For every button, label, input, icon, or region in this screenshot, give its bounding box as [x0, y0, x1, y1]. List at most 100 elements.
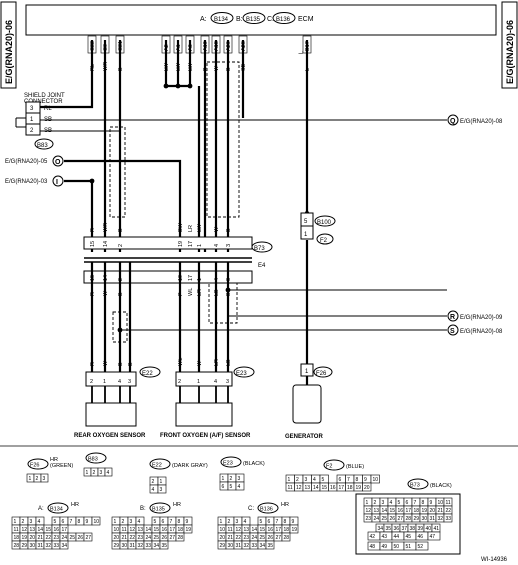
bv-b73-r2-21: 21	[438, 508, 444, 514]
bv-e22b-4: 4	[152, 487, 155, 493]
bv-b73-r3-24: 24	[374, 516, 380, 522]
bv-b135-r1-15: 15	[154, 527, 160, 533]
svg-text:Q: Q	[450, 118, 456, 125]
bv-e22-2: 2	[152, 479, 155, 485]
bv-b135-label: B:	[140, 506, 146, 512]
bv-b73-r2-19: 19	[422, 508, 428, 514]
bv-b73-r1-5: 5	[398, 500, 401, 506]
bv-b134-r0-4: 4	[38, 519, 41, 525]
bv-b73-r2-14: 14	[382, 508, 388, 514]
b73-pin-0: 15	[90, 241, 96, 247]
b73-pin-6: 4	[214, 244, 220, 247]
svg-text:REAR OXYGEN SENSOR: REAR OXYGEN SENSOR	[74, 433, 146, 439]
bv-e23-2: 2	[230, 476, 233, 482]
bv-b135-r3-31: 31	[130, 543, 136, 549]
bv-b135-r2-21: 21	[122, 535, 128, 541]
bv-b73-r3-29: 29	[414, 516, 420, 522]
bv-f2b-17: 17	[339, 485, 345, 491]
bv-b135-r1-17: 17	[170, 527, 176, 533]
e22-wire-3: B	[128, 362, 134, 366]
svg-text:E/G(RNA20)-08: E/G(RNA20)-08	[460, 329, 503, 335]
bv-b134-r0-7: 7	[70, 519, 73, 525]
bv-b134-r0-10: 10	[94, 519, 100, 525]
bv-b73-r4-41: 41	[434, 526, 440, 532]
bv-b136-r3-31: 31	[236, 543, 242, 549]
svg-text:FRONT OXYGEN (A/F) SENSOR: FRONT OXYGEN (A/F) SENSOR	[160, 433, 251, 439]
bv-b73-r4-39: 39	[418, 526, 424, 532]
bv-b134-r1-11: 11	[14, 527, 19, 533]
bv-b136-r0-2: 2	[228, 519, 231, 525]
bv-f26-2: 2	[36, 476, 39, 482]
bv-b135-hr: HR	[173, 502, 181, 508]
b73-pin-3: 19	[178, 241, 184, 247]
bv-b135-r3-33: 33	[146, 543, 152, 549]
bv-b136-r0-6: 6	[268, 519, 271, 525]
bv-f2-7: 7	[347, 477, 350, 483]
offpage-r: R E/G(RNA20)-09	[228, 289, 503, 322]
bv-b135-r1-18: 18	[178, 527, 184, 533]
bv-e23-3: 3	[238, 476, 241, 482]
bv-b73-r2-15: 15	[390, 508, 396, 514]
bv-b134-label: A:	[38, 506, 44, 512]
bv-b73-r1-3: 3	[382, 500, 385, 506]
svg-text:E23: E23	[236, 371, 247, 377]
bv-f2b-16: 16	[330, 485, 336, 491]
bv-b134-r3-34: 34	[62, 543, 68, 549]
bv-b83-2: 2	[93, 470, 96, 476]
bv-b134-r2-24: 24	[62, 535, 68, 541]
shield-pin-1: 1	[30, 117, 34, 123]
bv-b135-r1-19: 19	[186, 527, 192, 533]
bv-f2b-14: 14	[313, 485, 319, 491]
bv-b73-r4-34: 34	[378, 526, 384, 532]
offpage-o: E/G(RNA20)-05 O	[5, 155, 64, 167]
ecm-label-c: C:	[267, 16, 274, 23]
bv-b73-r5-43: 43	[382, 534, 388, 540]
shield-title-2: CONNECTOR	[24, 99, 63, 105]
offpage-i: E/G(RNA20)-03 I	[5, 175, 64, 187]
svg-text:R: R	[450, 314, 455, 321]
gen-connector: 5 1 B100 F2 L F26 1	[299, 50, 336, 378]
bv-b73-r6-50: 50	[394, 544, 400, 550]
bv-b136-r0-5: 5	[260, 519, 263, 525]
bv-b73-r3-30: 30	[422, 516, 428, 522]
bv-b73-r1-4: 4	[390, 500, 393, 506]
bv-b135-r1-10: 10	[114, 527, 120, 533]
bv-b136-r0-3: 3	[236, 519, 239, 525]
ecm-label-a: A:	[200, 16, 207, 23]
bv-f2-8: 8	[356, 477, 359, 483]
ecm-tag-b136: B136	[276, 17, 291, 23]
bv-b134-r1-15: 15	[46, 527, 52, 533]
bv-b73-r3-27: 27	[398, 516, 404, 522]
side-label-text-left: E/G(RNA20)-06	[4, 20, 14, 84]
bv-b136-r2-23: 23	[244, 535, 250, 541]
ecm-label: ECM	[298, 16, 314, 23]
bv-f2b-15: 15	[322, 485, 328, 491]
ecm-tag-b135: B135	[246, 17, 261, 23]
bv-b136-r2-25: 25	[260, 535, 266, 541]
bv-b73-color: (BLACK)	[430, 483, 452, 489]
bv-b73-r6-52: 52	[418, 544, 424, 550]
bv-f2-6: 6	[339, 477, 342, 483]
bv-f26-tag: F26	[30, 463, 39, 469]
bv-b134-hr: HR	[71, 502, 79, 508]
bv-b134-r2-18: 18	[14, 535, 20, 541]
bv-e23-tag: E23	[223, 461, 233, 467]
bv-b135-r2-26: 26	[162, 535, 168, 541]
bv-b136-r1-16: 16	[268, 527, 274, 533]
bv-b134-r3-33: 33	[54, 543, 60, 549]
tag-b73: B73	[254, 246, 265, 252]
e22-pin-1: 1	[103, 379, 106, 385]
svg-text:B100: B100	[317, 220, 332, 226]
shield-wire-sb2: SB	[44, 128, 52, 134]
bv-b134-r2-27: 27	[86, 535, 92, 541]
bv-b135-r3-34: 34	[154, 543, 160, 549]
bv-b73-r2-17: 17	[406, 508, 412, 514]
mid-connector: B73 E4	[83, 236, 273, 284]
b73-pin-1: 14	[103, 241, 109, 247]
bv-b134-r0-2: 2	[22, 519, 25, 525]
bv-b83-3: 3	[100, 470, 103, 476]
bv-b135-r1-11: 11	[122, 527, 127, 533]
bv-b73-r2-13: 13	[374, 508, 380, 514]
